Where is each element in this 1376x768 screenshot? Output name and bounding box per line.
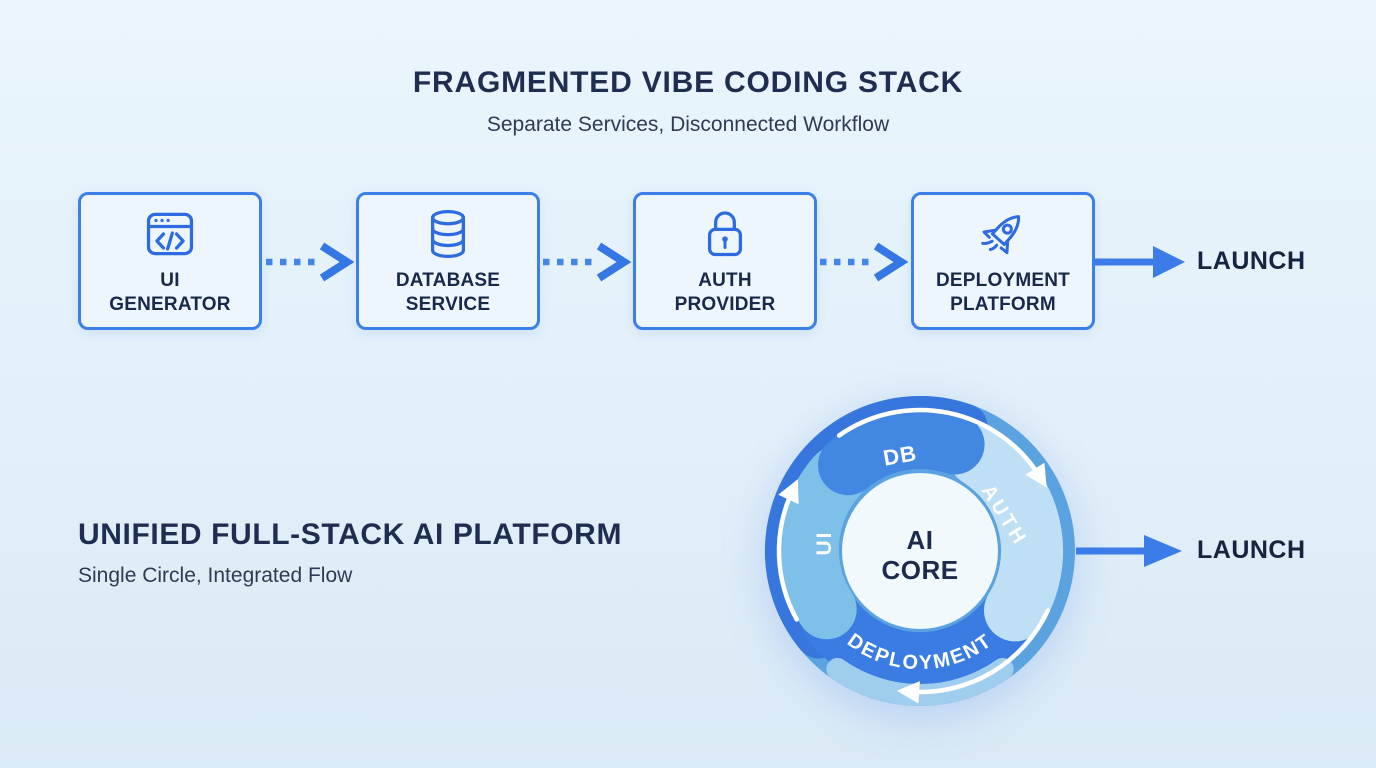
flow-arrow-bottom-icon xyxy=(896,608,1051,704)
segment-label-ui: UI xyxy=(813,531,836,556)
box-label-line1: DATABASE xyxy=(395,269,501,291)
box-database-service: DATABASE SERVICE xyxy=(356,192,540,330)
unified-launch-label: LAUNCH xyxy=(1197,536,1306,564)
box-label: DEPLOYMENT PLATFORM xyxy=(936,269,1070,317)
box-label-line2: SERVICE xyxy=(405,293,491,315)
box-label-line2: PLATFORM xyxy=(950,293,1056,315)
ring-outer-light-band xyxy=(826,658,1014,707)
ai-core-line1: AI xyxy=(907,525,934,555)
box-label-line1: DEPLOYMENT xyxy=(936,269,1070,291)
fragmented-launch-label: LAUNCH xyxy=(1197,247,1306,275)
box-label-line1: AUTH xyxy=(698,269,752,291)
segment-label-db: DB xyxy=(881,440,919,470)
flow-arrow-left-icon xyxy=(776,479,799,622)
lock-icon xyxy=(707,211,743,256)
rocket-icon xyxy=(981,214,1021,254)
box-label-line2: GENERATOR xyxy=(109,293,231,315)
ring-auth-segment xyxy=(948,425,1064,642)
box-label-line1: UI xyxy=(160,269,180,291)
fragmented-title: FRAGMENTED VIBE CODING STACK xyxy=(412,66,964,99)
box-label: AUTH PROVIDER xyxy=(675,269,776,317)
dotted-arrow-icon xyxy=(266,242,355,282)
launch-arrow-icon xyxy=(1076,535,1182,567)
ai-core-circle xyxy=(842,473,998,629)
unified-ring-diagram: DB AUTH UI DEPLOYMENT AI CORE xyxy=(764,395,1075,707)
box-ui-generator: UI GENERATOR xyxy=(78,192,262,330)
box-label: UI GENERATOR xyxy=(109,269,230,317)
ai-core-line2: CORE xyxy=(881,555,958,585)
box-label: DATABASE SERVICE xyxy=(396,269,500,317)
box-deployment-platform: DEPLOYMENT PLATFORM xyxy=(911,192,1095,330)
unified-subtitle: Single Circle, Integrated Flow xyxy=(78,564,353,587)
flow-arrow-top-icon xyxy=(836,407,1047,488)
ring-ui-segment xyxy=(778,446,867,640)
dotted-arrow-icon xyxy=(820,242,909,282)
unified-title: UNIFIED FULL-STACK AI PLATFORM xyxy=(78,518,623,551)
box-auth-provider: AUTH PROVIDER xyxy=(633,192,817,330)
ring-db-segment xyxy=(818,409,985,496)
box-label-line2: PROVIDER xyxy=(674,293,776,315)
database-icon xyxy=(430,209,466,258)
launch-arrow-icon xyxy=(1095,246,1185,278)
ring-deployment-segment xyxy=(800,589,1040,695)
dotted-arrow-icon xyxy=(543,242,632,282)
browser-code-icon xyxy=(146,212,194,255)
fragmented-subtitle: Separate Services, Disconnected Workflow xyxy=(486,113,890,136)
